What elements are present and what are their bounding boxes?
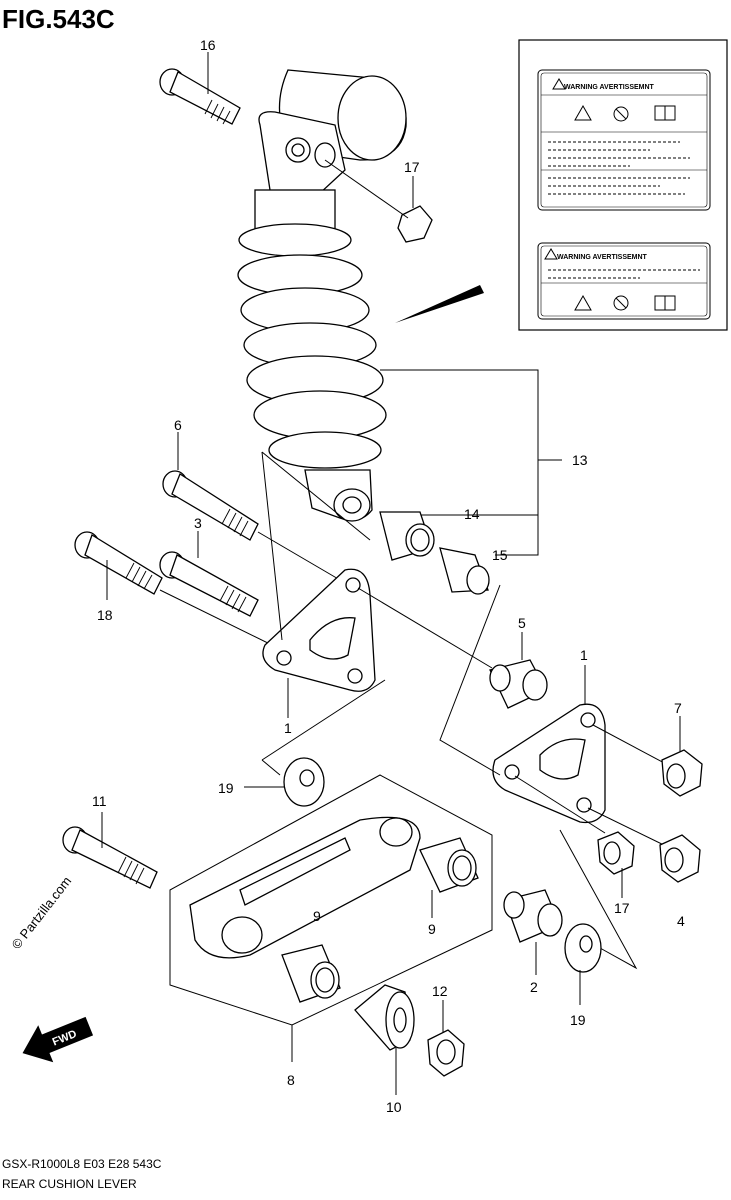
hazard-icon bbox=[574, 104, 592, 121]
no-fire-icon bbox=[613, 295, 629, 311]
collar-5 bbox=[489, 659, 548, 709]
warning-label-inset: WARNING AVERTISSEMNT bbox=[518, 39, 728, 331]
guide-left-lower bbox=[261, 679, 386, 761]
callout-1-right: 1 bbox=[580, 647, 588, 663]
callout-7: 7 bbox=[674, 700, 682, 716]
bushing-15 bbox=[439, 547, 490, 595]
cushion-rod-link-9 bbox=[189, 816, 421, 959]
callout-12: 12 bbox=[432, 983, 448, 999]
shock-spring bbox=[237, 223, 387, 469]
bolt-3 bbox=[159, 551, 259, 617]
callout-11: 11 bbox=[92, 793, 107, 809]
callout-13: 13 bbox=[572, 452, 588, 468]
callout-3: 3 bbox=[194, 515, 202, 531]
callout-16: 16 bbox=[200, 37, 216, 53]
watermark: © Partzilla.com bbox=[9, 874, 75, 952]
warning-label-lower: WARNING AVERTISSEMNT bbox=[537, 242, 711, 320]
part-group-name: REAR CUSHION LEVER bbox=[2, 1177, 137, 1191]
no-fire-icon bbox=[613, 106, 629, 122]
axis-6 bbox=[257, 531, 341, 581]
bracket-13 bbox=[380, 369, 539, 556]
callout-15: 15 bbox=[492, 547, 508, 563]
label-location-arrow bbox=[395, 285, 484, 323]
nut-7 bbox=[661, 749, 703, 797]
bolt-6 bbox=[162, 470, 259, 541]
bearing-9 bbox=[419, 837, 479, 893]
callout-17-lower: 17 bbox=[614, 900, 630, 916]
guide-left-upper bbox=[261, 451, 283, 641]
axis-4 bbox=[587, 807, 671, 849]
nut-17-upper bbox=[314, 142, 433, 243]
callout-18: 18 bbox=[97, 607, 113, 623]
warning-heading-lower: WARNING AVERTISSEMNT bbox=[557, 254, 648, 261]
callout-9-link: 9 bbox=[313, 908, 321, 924]
callout-labels: 16 17 13 14 15 6 3 18 1 5 1 7 19 11 17 4… bbox=[92, 37, 685, 1115]
bolt-18 bbox=[74, 531, 163, 595]
leader-17-upper bbox=[324, 159, 409, 219]
bracket-plate-1-right bbox=[492, 703, 606, 824]
callout-6: 6 bbox=[174, 417, 182, 433]
callout-2: 2 bbox=[530, 979, 538, 995]
callout-17-upper: 17 bbox=[404, 159, 420, 175]
collar-2 bbox=[503, 889, 563, 943]
callout-9-bearing: 9 bbox=[428, 921, 436, 937]
warning-label-upper: WARNING AVERTISSEMNT bbox=[537, 69, 711, 211]
callout-10: 10 bbox=[386, 1099, 402, 1115]
callout-19-lower: 19 bbox=[570, 1012, 586, 1028]
callout-4: 4 bbox=[677, 913, 685, 929]
callout-19-upper: 19 bbox=[218, 780, 234, 796]
axis-18 bbox=[159, 589, 283, 651]
bearing-lower bbox=[281, 944, 341, 1003]
axis-7 bbox=[592, 724, 669, 766]
nut-4 bbox=[659, 834, 701, 883]
collar-10 bbox=[354, 984, 415, 1051]
axis-5 bbox=[357, 587, 493, 669]
washer-19-lower bbox=[564, 923, 602, 973]
callout-5: 5 bbox=[518, 615, 526, 631]
hazard-icon bbox=[574, 294, 592, 311]
callout-1-left: 1 bbox=[284, 720, 292, 736]
callout-8: 8 bbox=[287, 1072, 295, 1088]
callout-14: 14 bbox=[464, 506, 480, 522]
guide-right-lower bbox=[559, 829, 638, 970]
nut-12 bbox=[427, 1029, 465, 1077]
washer-19-upper bbox=[283, 757, 325, 807]
warning-heading-upper: WARNING AVERTISSEMNT bbox=[564, 84, 655, 91]
figure-title: FIG.543C bbox=[2, 4, 115, 34]
rear-shock-absorber bbox=[237, 69, 407, 522]
bolt-16 bbox=[159, 68, 241, 125]
fwd-arrow-icon: FWD bbox=[22, 1016, 94, 1063]
bracket-plate-1-left bbox=[262, 568, 376, 692]
guide-right bbox=[439, 584, 501, 776]
nut-17-lower bbox=[597, 831, 635, 875]
enclosure-8 bbox=[169, 774, 493, 1026]
model-code: GSX-R1000L8 E03 E28 543C bbox=[2, 1157, 162, 1171]
bolt-11 bbox=[62, 826, 158, 889]
bushing-14 bbox=[379, 511, 435, 561]
